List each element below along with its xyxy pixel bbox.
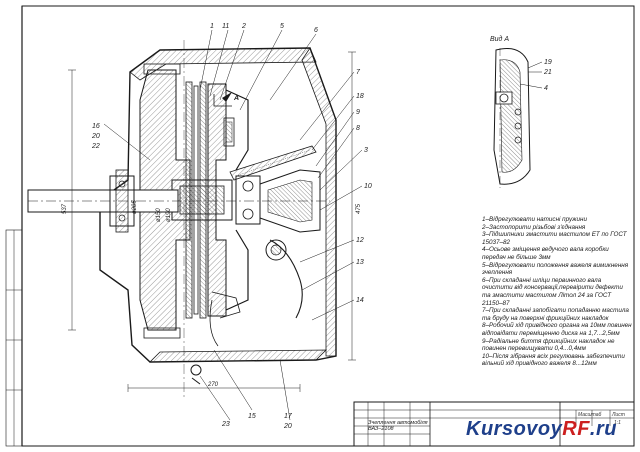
note-7: 7–При складанні запобігати попаданню мас… [482, 307, 629, 322]
watermark-part-3: .ru [589, 417, 617, 440]
callout-22: 22 [91, 143, 100, 150]
callout-1: 1 [210, 23, 214, 30]
note-4: 4–Осьове зміщення ведучого вала коробки … [482, 246, 609, 261]
note-3: 3–Підшипники змастити мастилом ЕТ по ГОС… [482, 231, 627, 246]
technical-requirements: 1–Відрегулювати натиснi пружини 2–Застоп… [482, 216, 632, 368]
callout-5: 5 [280, 23, 284, 30]
callout-9: 9 [356, 109, 360, 116]
callout-19: 19 [544, 59, 552, 66]
callout-17: 17 [284, 413, 293, 420]
callout-7: 7 [356, 69, 361, 76]
note-10: 10–Після зібрання всіх регулювань забезп… [482, 352, 625, 368]
title-mass-label: Масштаб [578, 412, 602, 418]
view-a-detail [493, 48, 543, 188]
dim-270: 270 [207, 382, 219, 388]
callout-6: 6 [314, 27, 318, 34]
callout-18: 18 [356, 93, 364, 100]
callout-11: 11 [222, 23, 229, 30]
callout-20: 20 [91, 133, 100, 140]
dim-shaft-2: ø150 [156, 208, 162, 222]
clutch-section-view [27, 29, 363, 421]
dim-shaft-1: ø205 [132, 200, 138, 214]
watermark-part-2: RF [562, 417, 590, 440]
callout-23: 23 [221, 421, 230, 428]
callout-8: 8 [356, 125, 360, 132]
callout-13: 13 [356, 259, 364, 266]
dim-537: 537 [62, 203, 68, 214]
title-block-document-name: Зчеплення автомобіля ВАЗ–2108 [368, 420, 428, 432]
note-9: 9–Радіальне биття фрикційних накладок не… [482, 337, 615, 353]
note-6: 6–При складанні шліци первинного вала оч… [482, 276, 623, 307]
callout-15: 15 [248, 413, 256, 420]
callout-10: 10 [364, 183, 372, 190]
callout-16: 16 [92, 123, 100, 130]
dim-475: 475 [356, 203, 362, 214]
site-watermark: Kursovoy RF .ru [466, 414, 617, 444]
view-a-label: Вид А [490, 36, 510, 43]
note-8: 8–Робочий хід привідного органа на 10мм … [482, 322, 632, 337]
callout-21: 21 [543, 69, 552, 76]
title-block-frame [353, 401, 635, 447]
note-5: 5–Відрегулювати положення важеля вимикне… [482, 261, 629, 277]
dim-shaft-3: ø190 [166, 208, 172, 222]
watermark-part-1: Kursovoy [466, 417, 563, 440]
note-1: 1–Відрегулювати натиснi пружини [482, 216, 587, 223]
callout-14: 14 [356, 297, 364, 304]
callout-2: 2 [241, 23, 246, 30]
callout-4: 4 [544, 85, 548, 92]
callout-20b: 20 [283, 423, 292, 430]
section-marker: А [233, 95, 239, 102]
callout-12: 12 [356, 237, 364, 244]
note-2: 2–Застопорити різьбові з'єднання [482, 223, 586, 231]
title-scale: 1:1 [614, 420, 621, 426]
title-sheet-label: Лист [611, 412, 625, 418]
callout-3: 3 [364, 147, 368, 154]
